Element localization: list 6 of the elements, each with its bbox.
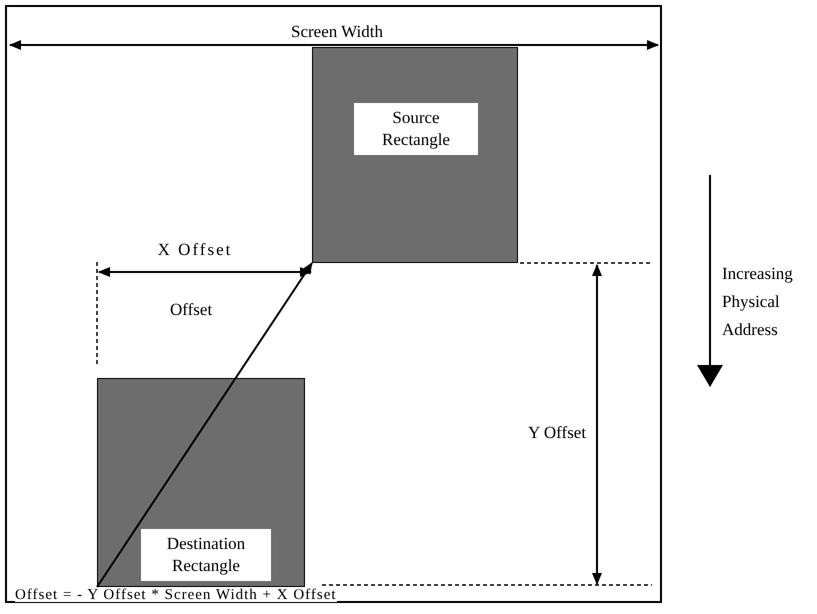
region-label: Source Rectangle	[354, 103, 478, 155]
arrow	[96, 262, 313, 588]
rectangle-region	[97, 378, 305, 587]
region-label: Destination Rectangle	[141, 529, 271, 581]
rectangle-region	[312, 47, 518, 263]
formula-text: Offset = - Y Offset * Screen Width + X Offset	[15, 588, 337, 602]
